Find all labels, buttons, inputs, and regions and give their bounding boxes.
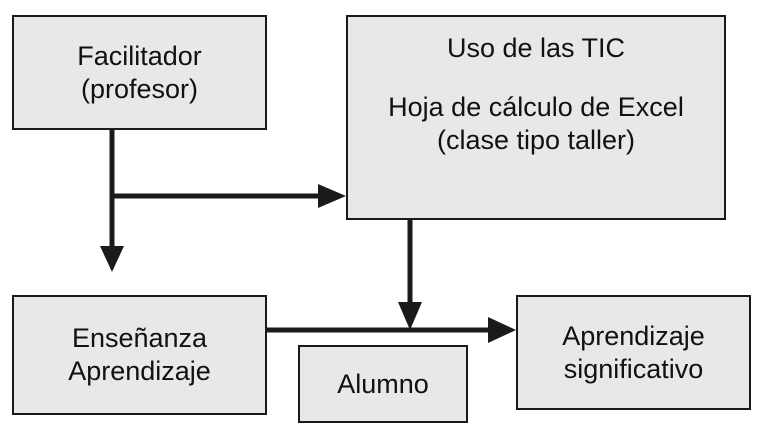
aprendizaje-significativo-box: Aprendizaje significativo [516, 295, 751, 410]
aprendizaje-line2: significativo [563, 353, 704, 384]
arrowhead-to-ensenanza [100, 246, 124, 272]
ensenanza-line2: Aprendizaje [68, 356, 211, 386]
arrowhead-tic-to-line [398, 302, 422, 330]
aprendizaje-line1: Aprendizaje [562, 320, 705, 351]
facilitador-label: Facilitador [77, 40, 202, 71]
alumno-label: Alumno [337, 368, 429, 399]
arrowhead-to-tic [318, 184, 346, 208]
uso-tic-title: Uso de las TIC [446, 33, 626, 63]
alumno-box: Alumno [298, 345, 468, 423]
arrowhead-to-aprendizaje [488, 317, 516, 343]
uso-tic-box: Uso de las TIC Hoja de cálculo de Excel … [346, 15, 726, 220]
uso-tic-line2: (clase tipo taller) [436, 125, 636, 155]
ensenanza-line1: Enseñanza [71, 323, 208, 353]
ensenanza-box: Enseñanza Aprendizaje [12, 295, 267, 415]
facilitador-box: Facilitador (profesor) [12, 15, 267, 130]
facilitador-role: (profesor) [80, 73, 199, 104]
uso-tic-line1: Hoja de cálculo de Excel [388, 92, 684, 122]
